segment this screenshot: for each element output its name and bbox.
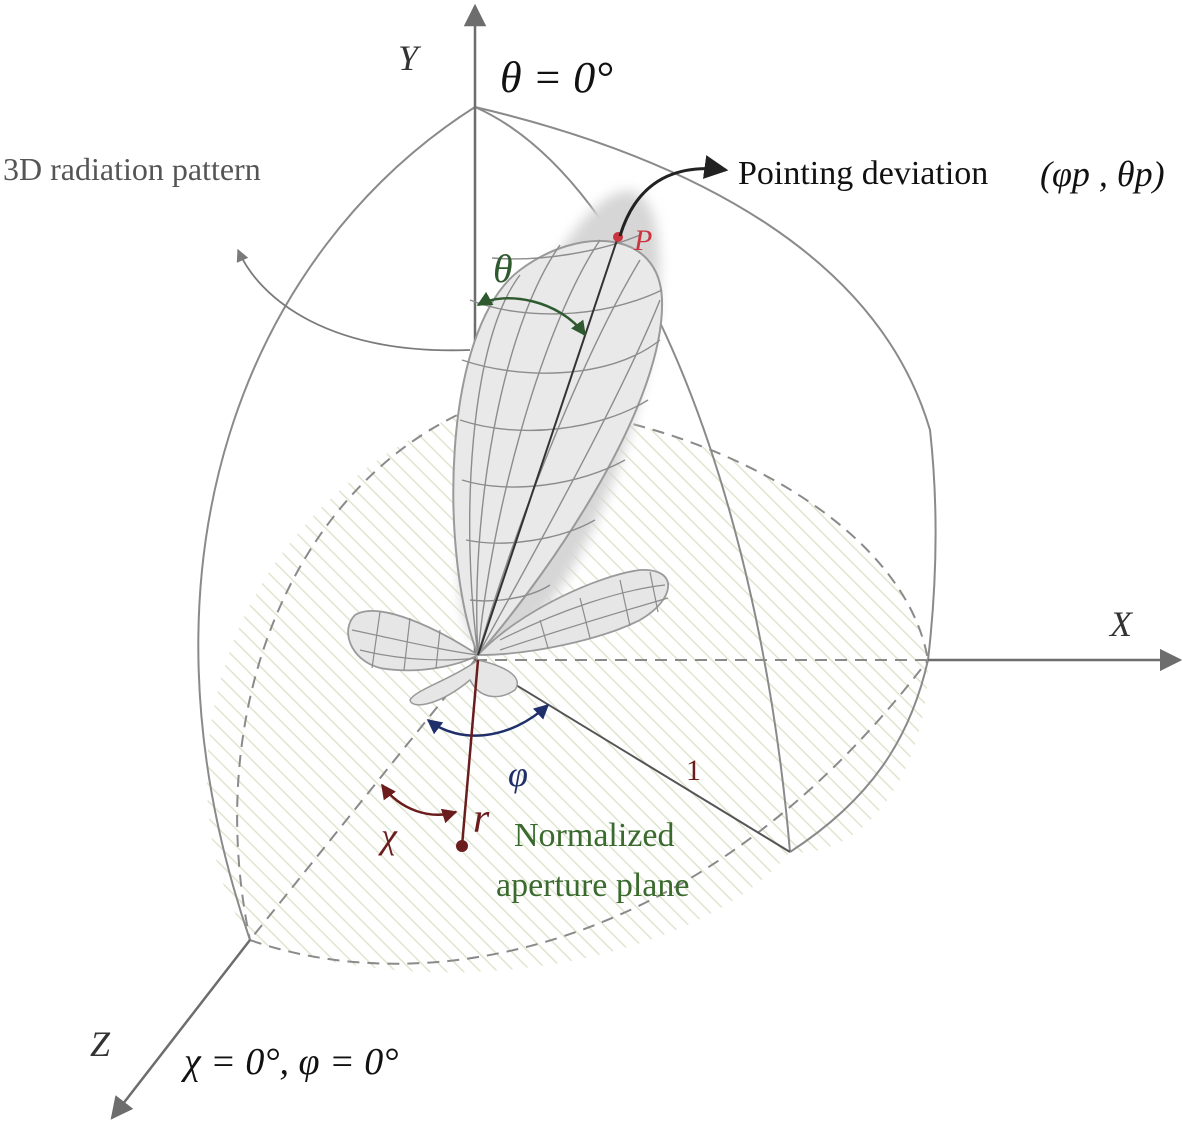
point-p-label: P xyxy=(633,224,652,257)
aperture-plane-edge xyxy=(474,405,929,661)
sphere-edge-right-meridian xyxy=(474,106,937,661)
aperture-label-line1: Normalized xyxy=(514,817,675,854)
left-side-lobe xyxy=(347,610,480,672)
main-lobe xyxy=(452,239,664,657)
aperture-plane-edge-left xyxy=(236,406,476,941)
y-axis-label: Y xyxy=(398,38,422,78)
sphere-edge-inner-meridian xyxy=(474,106,791,853)
aperture-plane-edge-lower xyxy=(249,659,929,965)
sphere-edge-right-bottom xyxy=(789,659,929,853)
radiation-pattern-arrow xyxy=(236,248,471,352)
phi-label: φ xyxy=(508,754,528,794)
phi-arc xyxy=(426,703,550,737)
pointing-coords-label: (φp , θp) xyxy=(1040,154,1165,194)
bottom-side-lobes xyxy=(409,659,518,706)
z-axis xyxy=(110,939,251,1120)
radiation-pattern-label: 3D radiation pattern xyxy=(3,151,261,187)
r-vector xyxy=(460,659,480,847)
x-axis-label: X xyxy=(1108,604,1134,644)
chi-label: χ xyxy=(378,816,398,856)
sphere-edge-left-meridian xyxy=(197,106,476,941)
radius-one-line xyxy=(474,659,791,853)
right-side-lobe xyxy=(475,569,669,656)
aperture-plane-region xyxy=(206,406,929,973)
pointing-line xyxy=(477,236,619,656)
radius-one-label: 1 xyxy=(686,754,701,787)
radiation-pattern xyxy=(347,190,669,706)
theta-label: θ xyxy=(493,246,513,291)
chi-arc xyxy=(380,783,458,824)
r-endpoint xyxy=(456,840,468,852)
z-axis-label: Z xyxy=(90,1024,111,1064)
aperture-label-line2: aperture plane xyxy=(496,867,690,904)
chi-phi-zero-label: χ = 0°, φ = 0° xyxy=(180,1041,398,1083)
pointing-deviation-arrow xyxy=(618,155,729,237)
r-label: r xyxy=(473,796,490,842)
pointing-deviation-label: Pointing deviation xyxy=(738,155,988,192)
theta-zero-label: θ = 0° xyxy=(500,53,613,102)
theta-arc xyxy=(476,291,587,337)
